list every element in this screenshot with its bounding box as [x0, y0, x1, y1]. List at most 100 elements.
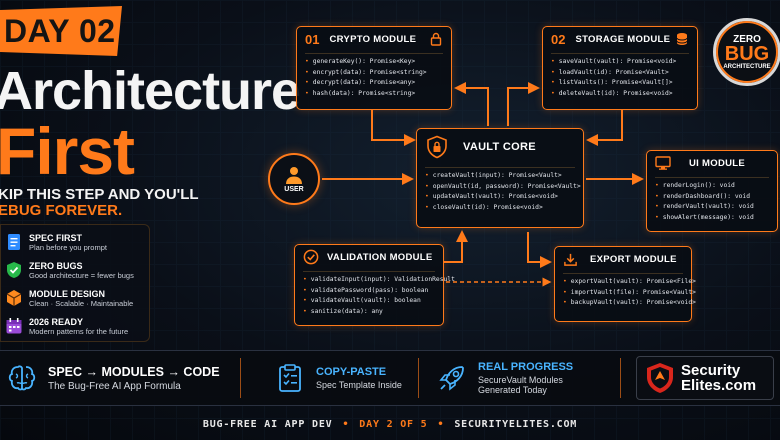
- bottom-item-title: COPY-PASTE: [316, 366, 387, 378]
- footer-website: SECURITYELITES.COM: [454, 418, 578, 430]
- module-number: 01: [305, 31, 320, 47]
- feature-title: 2026 READY: [29, 316, 84, 327]
- monitor-icon: [655, 156, 671, 170]
- user-label: USER: [284, 186, 304, 193]
- document-icon: [8, 234, 20, 250]
- method-item: validateInput(input): ValidationResult: [303, 275, 455, 286]
- bottom-bar-item: COPY-PASTE Spec Template Inside: [274, 350, 402, 406]
- calendar-icon: [6, 318, 22, 334]
- method-item: sanitize(data): any: [303, 307, 435, 318]
- bottom-bar-item: SPEC → MODULES → CODE The Bug-Free AI Ap…: [6, 350, 220, 406]
- footer-separator: •: [342, 418, 350, 430]
- module-title: EXPORT MODULE: [590, 253, 677, 265]
- cube-icon: [6, 290, 22, 306]
- day-badge: DAY 02: [0, 6, 122, 56]
- method-list: exportVault(vault): Promise<File> import…: [555, 277, 696, 309]
- rocket-icon: [439, 366, 464, 391]
- user-node: USER: [268, 153, 320, 205]
- day-badge-text: DAY 02: [4, 12, 116, 49]
- module-number: 02: [551, 31, 566, 47]
- method-item: listVaults(): Promise<Vault[]>: [551, 78, 689, 89]
- bottom-item-subtitle: The Bug-Free AI App Formula: [48, 380, 181, 392]
- bottom-bar-divider: [620, 358, 621, 398]
- method-list: validateInput(input): ValidationResult v…: [295, 275, 455, 318]
- module-divider: [551, 53, 689, 54]
- method-item: hash(data): Promise<string>: [305, 89, 443, 100]
- module-title: VALIDATION MODULE: [327, 251, 433, 263]
- feature-subtitle: Good architecture = fewer bugs: [29, 270, 134, 280]
- bottom-item-subtitle: Spec Template Inside: [316, 380, 402, 390]
- brand-name-line1: Security: [681, 361, 741, 379]
- module-title: CRYPTO MODULE: [329, 33, 417, 45]
- brand-name-line2: Elites.com: [681, 376, 757, 394]
- method-item: renderDashboard(): void: [655, 192, 769, 203]
- method-item: loadVault(id): Promise<Vault>: [551, 68, 689, 79]
- shield-check-icon: [7, 262, 21, 278]
- seal-bottom-text: ARCHITECTURE: [723, 63, 771, 70]
- module-divider: [305, 53, 443, 54]
- brand-logo: Security Elites.com: [636, 356, 774, 400]
- feature-subtitle: Plan before you prompt: [29, 242, 107, 252]
- method-list: saveVault(vault): Promise<void> loadVaul…: [543, 57, 697, 99]
- hero-title-line1: Architecture: [0, 61, 301, 121]
- download-icon: [564, 253, 577, 266]
- hero-tagline-line1: KIP THIS STEP AND YOU'LL: [0, 186, 199, 203]
- feature-subtitle: Clean · Scalable · Maintainable: [29, 298, 134, 308]
- bottom-item-subtitle: SecureVault Modules: [478, 375, 563, 385]
- method-item: encrypt(data): Promise<string>: [305, 68, 443, 79]
- method-item: exportVault(vault): Promise<File>: [563, 277, 696, 288]
- vault-core-card: VAULT CORE createVault(input): Promise<V…: [416, 128, 584, 228]
- method-item: createVault(input): Promise<Vault>: [425, 171, 575, 182]
- user-icon: [286, 167, 302, 184]
- module-title: UI MODULE: [689, 157, 746, 169]
- export-module-card: EXPORT MODULE exportVault(vault): Promis…: [554, 246, 696, 322]
- bottom-bar-item: REAL PROGRESS SecureVault Modules Genera…: [436, 350, 573, 406]
- bottom-item-title: REAL PROGRESS: [478, 361, 574, 373]
- module-title: STORAGE MODULE: [575, 33, 671, 45]
- database-icon: [676, 33, 688, 45]
- method-item: decrypt(data): Promise<any>: [305, 78, 443, 89]
- footer-day: DAY 2 OF 5: [359, 418, 428, 430]
- seal-middle-text: BUG: [724, 42, 770, 65]
- method-item: openVault(id, password): Promise<Vault>: [425, 182, 581, 193]
- bottom-item-subtitle: Generated Today: [478, 385, 547, 395]
- method-item: deleteVault(id): Promise<void>: [551, 89, 689, 100]
- footer: BUG-FREE AI APP DEV • DAY 2 OF 5 • SECUR…: [0, 408, 780, 440]
- feature-subtitle: Modern patterns for the future: [29, 326, 129, 336]
- bottom-item-title: SPEC → MODULES → CODE: [48, 364, 220, 379]
- method-list: generateKey(): Promise<Key> encrypt(data…: [297, 57, 451, 99]
- hero-tagline-line2: EBUG FOREVER.: [0, 202, 123, 219]
- feature-title: SPEC FIRST: [29, 232, 83, 243]
- shield-logo-icon: [647, 363, 673, 393]
- seal-top-text: ZERO: [733, 33, 761, 45]
- shield-lock-icon: [427, 135, 447, 159]
- feature-title: MODULE DESIGN: [29, 288, 106, 299]
- method-item: validateVault(vault): boolean: [303, 296, 435, 307]
- check-circle-icon: [303, 249, 319, 265]
- method-item: closeVault(id): Promise<void>: [425, 203, 575, 214]
- module-divider: [655, 177, 769, 178]
- footer-separator: •: [437, 418, 445, 430]
- brain-icon: [8, 365, 36, 391]
- clipboard-icon: [279, 364, 301, 392]
- hero-title-line2: First: [0, 114, 135, 188]
- module-divider: [563, 273, 683, 274]
- validation-module-card: VALIDATION MODULE validateInput(input): …: [294, 244, 455, 326]
- storage-module-card: 02 STORAGE MODULE saveVault(vault): Prom…: [542, 26, 698, 110]
- hero-tagline: KIP THIS STEP AND YOU'LL EBUG FOREVER.: [0, 187, 199, 219]
- method-item: importVault(file): Promise<Vault>: [563, 288, 696, 299]
- module-title: VAULT CORE: [463, 141, 536, 153]
- method-item: updateVault(vault): Promise<void>: [425, 192, 575, 203]
- module-divider: [425, 167, 575, 168]
- module-divider: [303, 271, 435, 272]
- method-item: renderLogin(): void: [655, 181, 769, 192]
- method-item: generateKey(): Promise<Key>: [305, 57, 443, 68]
- method-item: showAlert(message): void: [655, 213, 769, 224]
- ui-module-card: UI MODULE renderLogin(): void renderDash…: [646, 150, 778, 232]
- method-item: validatePassword(pass): boolean: [303, 286, 435, 297]
- lock-icon: [430, 32, 442, 46]
- method-list: createVault(input): Promise<Vault> openV…: [417, 171, 583, 213]
